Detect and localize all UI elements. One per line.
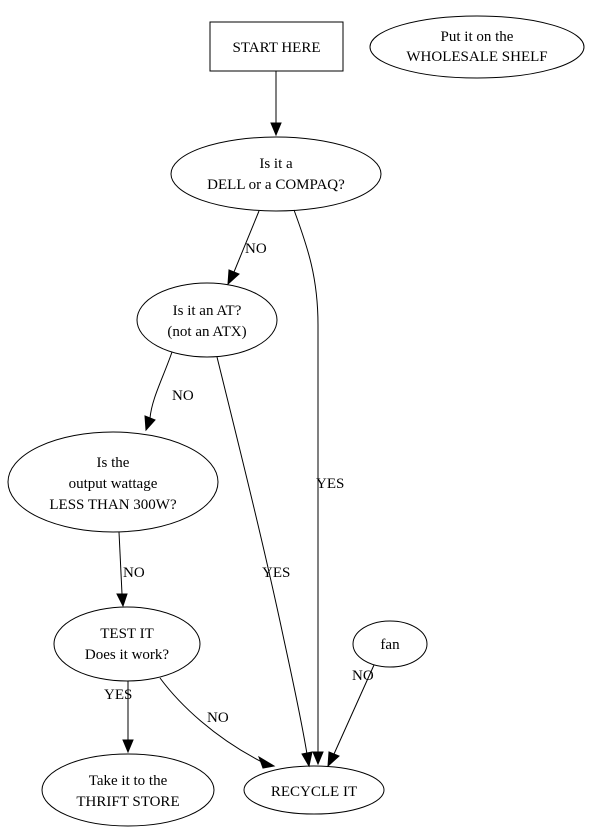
node-wholesale-shelf-label-1: Put it on the xyxy=(441,29,514,45)
edge-at-yes: YES xyxy=(216,356,313,768)
node-wholesale-shelf-label-2: WHOLESALE SHELF xyxy=(406,49,547,65)
node-thrift-store-ellipse xyxy=(41,753,215,827)
node-thrift-store-label-2: THRIFT STORE xyxy=(76,794,179,810)
edge-dell-yes-arrowhead xyxy=(312,751,324,766)
node-thrift-store: Take it to the THRIFT STORE xyxy=(41,753,215,827)
edge-dell-yes-label: YES xyxy=(316,476,344,492)
node-recycle-it-label: RECYCLE IT xyxy=(271,784,357,800)
edge-at-no-arrowhead xyxy=(144,415,156,432)
node-test-it-ellipse xyxy=(53,606,201,682)
node-wholesale-shelf-ellipse xyxy=(369,15,585,79)
node-dell-or-compaq: Is it a DELL or a COMPAQ? xyxy=(170,136,382,212)
edge-dell-yes-line xyxy=(293,209,319,752)
node-thrift-store-label-1: Take it to the xyxy=(89,773,168,789)
node-output-wattage-label-2: output wattage xyxy=(69,476,158,492)
node-is-it-an-at-label-1: Is it an AT? xyxy=(173,303,242,319)
edge-fan-no-arrowhead xyxy=(327,751,340,768)
edge-test-no-label: NO xyxy=(207,710,229,726)
edge-start-to-dell-arrowhead xyxy=(270,122,282,137)
node-start-here-label: START HERE xyxy=(232,40,320,56)
edge-at-yes-line xyxy=(216,356,308,755)
edge-dell-no-arrowhead xyxy=(227,269,240,286)
edge-test-no-arrowhead xyxy=(258,755,276,769)
edge-test-yes-label: YES xyxy=(104,687,132,703)
node-dell-or-compaq-label-1: Is it a xyxy=(259,156,293,172)
node-test-it-label-2: Does it work? xyxy=(85,647,169,663)
node-output-wattage: Is the output wattage LESS THAN 300W? xyxy=(7,431,219,533)
node-dell-or-compaq-label-2: DELL or a COMPAQ? xyxy=(207,177,345,193)
edge-at-no: NO xyxy=(144,351,194,432)
edge-wattage-no-line xyxy=(118,531,123,595)
edge-wattage-no: NO xyxy=(116,531,145,608)
edge-at-yes-arrowhead xyxy=(301,751,313,768)
edge-dell-no: NO xyxy=(227,210,267,286)
node-is-it-an-at-label-2: (not an ATX) xyxy=(167,324,246,340)
node-fan-ellipse xyxy=(352,620,428,668)
node-output-wattage-label-3: LESS THAN 300W? xyxy=(49,497,177,513)
edge-fan-no-label: NO xyxy=(352,668,374,684)
edge-start-to-dell xyxy=(270,71,282,137)
node-dell-or-compaq-ellipse xyxy=(170,136,382,212)
node-recycle-it: RECYCLE IT xyxy=(243,765,385,815)
edge-fan-no: NO xyxy=(327,664,375,768)
edge-fan-no-line xyxy=(333,664,375,755)
edge-test-yes-arrowhead xyxy=(122,739,134,754)
node-fan: fan xyxy=(352,620,428,668)
edge-test-yes: YES xyxy=(104,681,134,754)
node-output-wattage-ellipse xyxy=(7,431,219,533)
edge-test-no: NO xyxy=(159,677,276,769)
edge-at-no-label: NO xyxy=(172,388,194,404)
edge-dell-yes: YES xyxy=(293,209,344,766)
node-recycle-it-ellipse xyxy=(243,765,385,815)
node-test-it: TEST IT Does it work? xyxy=(53,606,201,682)
edge-dell-no-line xyxy=(233,210,260,273)
edge-at-no-line xyxy=(149,351,173,419)
node-start-here: START HERE xyxy=(209,21,344,72)
node-is-it-an-at: Is it an AT? (not an ATX) xyxy=(136,282,278,358)
node-output-wattage-label-1: Is the xyxy=(97,455,130,471)
edge-wattage-no-arrowhead xyxy=(116,593,128,608)
node-test-it-label-1: TEST IT xyxy=(100,626,153,642)
edge-wattage-no-label: NO xyxy=(123,565,145,581)
edge-at-yes-label: YES xyxy=(262,565,290,581)
edge-dell-no-label: NO xyxy=(245,241,267,257)
node-fan-label: fan xyxy=(380,637,400,653)
node-is-it-an-at-ellipse xyxy=(136,282,278,358)
node-wholesale-shelf: Put it on the WHOLESALE SHELF xyxy=(369,15,585,79)
edge-test-no-line xyxy=(159,677,263,763)
